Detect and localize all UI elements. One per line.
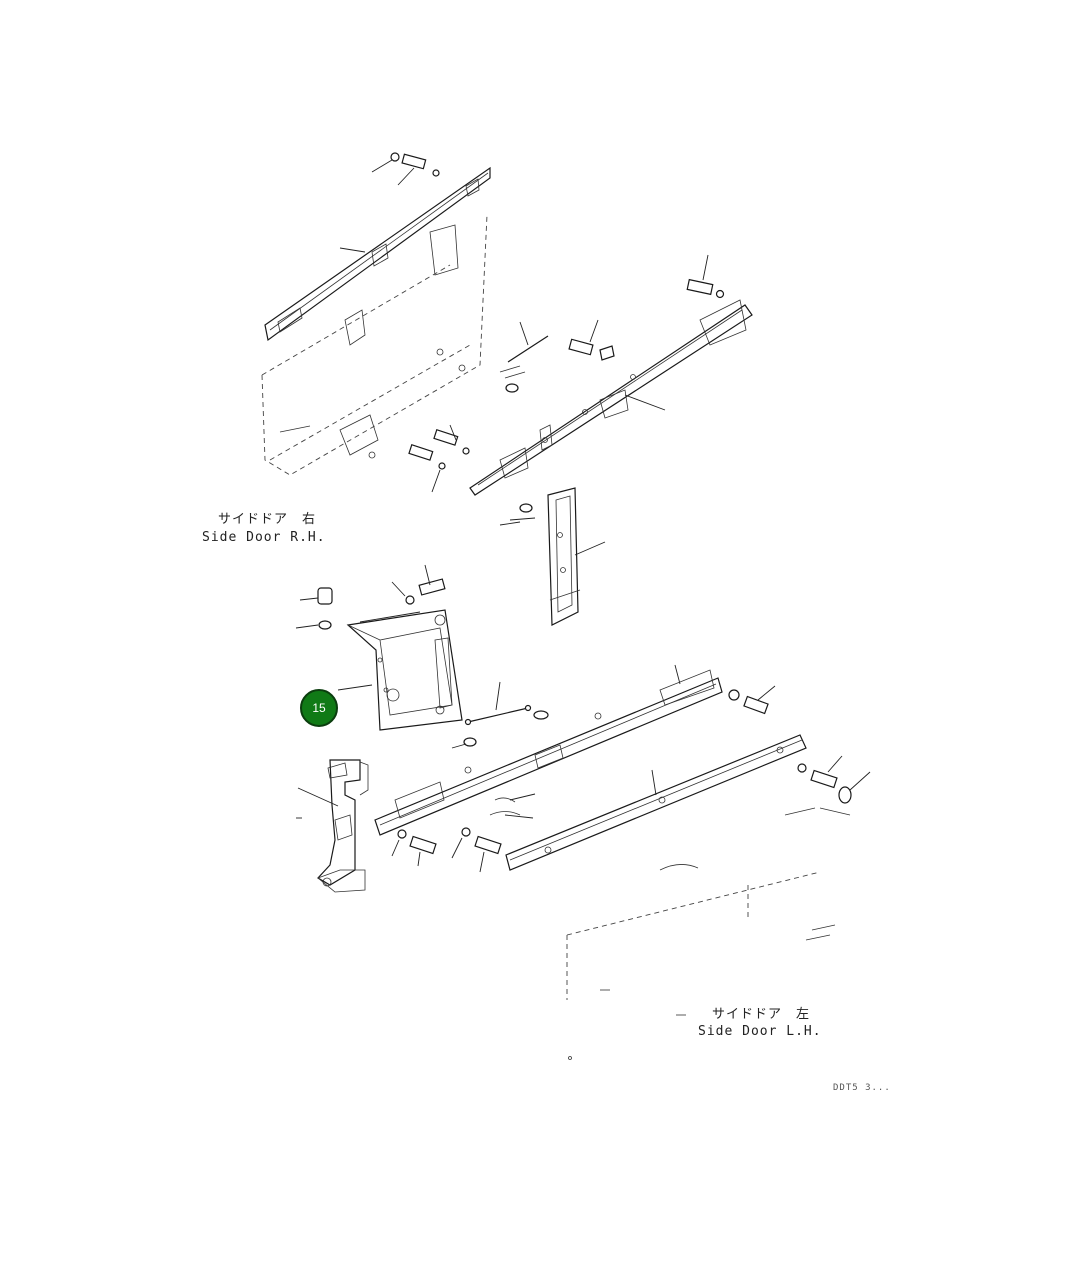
callout-15[interactable]: 15 [300,689,338,727]
link-rod [451,681,549,749]
hinge-plate [296,759,369,893]
drawing-code: DDT5 3... [833,1083,891,1093]
label-side-door-rh: Side Door R.H. [202,530,326,545]
vertical-bracket [499,487,606,626]
lower-rail-lower [489,734,871,871]
upper-hinge-rail [469,254,753,496]
label-side-door-rh-jp: サイドドア 右 [218,512,317,527]
lower-rail-upper [374,664,776,873]
side-door-rh-assembly [261,152,491,493]
label-side-door-lh-jp: サイドドア 左 [712,1007,811,1022]
label-side-door-lh: Side Door L.H. [698,1024,822,1039]
side-door-lh-assembly [566,807,851,1060]
door-frame-bracket [295,564,463,731]
